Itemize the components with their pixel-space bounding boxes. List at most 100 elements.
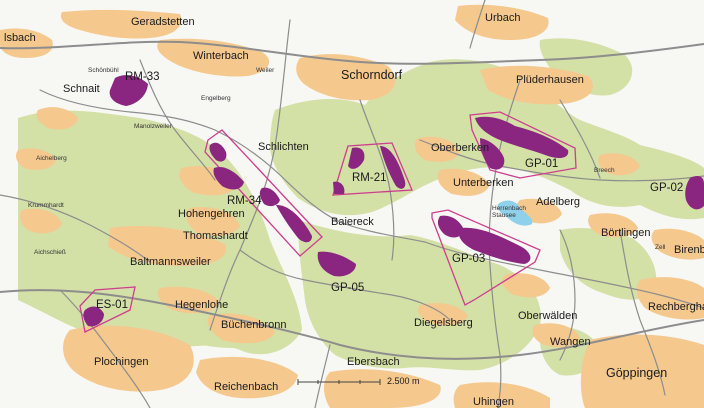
outline-es01 xyxy=(79,286,136,333)
outline-gp03 xyxy=(431,209,541,306)
settlement-schorndorf xyxy=(296,54,396,101)
settlement-pluederhausen xyxy=(480,65,593,105)
town-schnait: Schnait xyxy=(63,83,100,95)
zone-gp01-b xyxy=(480,138,505,170)
settlement-urbach xyxy=(455,4,549,41)
forest-ne xyxy=(539,38,633,96)
town-ebersbach: Ebersbach xyxy=(347,356,400,368)
settlement-schnait xyxy=(36,107,78,130)
settlement-buechenbronn xyxy=(207,313,275,344)
road-6 xyxy=(419,139,704,182)
settlement-ebersbach xyxy=(324,369,441,408)
town-geradstetten: Geradstetten xyxy=(131,16,195,28)
area-label-rm21[interactable]: RM-21 xyxy=(352,172,387,184)
road-11 xyxy=(619,229,666,396)
settlement-layer xyxy=(0,4,704,408)
town-breech: Breech xyxy=(594,167,615,174)
forest-center xyxy=(298,220,541,371)
zone-gp05 xyxy=(317,251,356,277)
settlement-uhingen xyxy=(453,382,550,408)
outline-rm21 xyxy=(332,142,413,196)
town-oberwaelden: Oberwälden xyxy=(518,310,578,322)
area-label-es01[interactable]: ES-01 xyxy=(96,299,128,311)
forest-east xyxy=(560,227,657,300)
area-label-gp02[interactable]: GP-02 xyxy=(650,182,684,194)
town-rechberghausen: Rechberghaus xyxy=(648,301,704,313)
road-main-north xyxy=(0,40,704,65)
town-uhingen: Uhingen xyxy=(473,396,514,408)
town-pluederhausen: Plüderhausen xyxy=(516,74,584,86)
road-5 xyxy=(424,241,704,309)
zone-rm21-c xyxy=(333,181,345,194)
town-thomashardt: Thomashardt xyxy=(183,230,248,242)
road-12 xyxy=(139,59,216,181)
area-label-gp03[interactable]: GP-03 xyxy=(452,253,486,265)
road-10 xyxy=(239,249,451,321)
road-7 xyxy=(488,79,521,408)
town-schlichten: Schlichten xyxy=(258,141,309,153)
town-lsbach: lsbach xyxy=(4,32,36,44)
zone-rm34-a xyxy=(209,142,227,162)
town-boertlingen: Börtlingen xyxy=(601,227,651,239)
town-reichenbach: Reichenbach xyxy=(214,381,279,393)
zone-gp02 xyxy=(685,176,704,210)
area-label-rm33[interactable]: RM-33 xyxy=(125,71,160,83)
town-adelberg: Adelberg xyxy=(536,196,581,208)
road-4 xyxy=(359,99,395,261)
town-winterbach: Winterbach xyxy=(193,50,249,62)
settlement-aichelberg xyxy=(16,148,56,170)
zone-rm21-b xyxy=(380,146,406,189)
road-1 xyxy=(39,89,216,131)
area-label-rm34[interactable]: RM-34 xyxy=(227,195,262,207)
settlement-goeppingen xyxy=(580,334,704,408)
search-area-outlines xyxy=(79,111,577,333)
zone-rm34-d xyxy=(276,204,312,243)
road-14 xyxy=(559,99,601,179)
zone-rm21-a xyxy=(348,147,365,169)
town-baiereck: Baiereck xyxy=(331,216,374,228)
town-wangen: Wangen xyxy=(550,336,591,348)
outline-rm34 xyxy=(204,129,323,257)
road-fils-valley xyxy=(0,289,704,360)
zone-rm34-c xyxy=(259,187,280,207)
town-diegelsberg: Diegelsberg xyxy=(414,317,473,329)
town-krummhardt: Krummhardt xyxy=(28,202,64,209)
settlement-breech xyxy=(598,153,640,176)
town-weiler: Weiler xyxy=(256,67,275,74)
scale-label: 2.500 m xyxy=(387,376,420,386)
town-oberberken: Oberberken xyxy=(431,142,490,154)
town-aichelberg: Aichelberg xyxy=(36,155,67,162)
town-zell: Zell xyxy=(655,244,666,251)
road-2 xyxy=(214,129,426,243)
area-label-gp05[interactable]: GP-05 xyxy=(331,282,365,294)
settlement-rechberghausen xyxy=(636,277,704,320)
zone-es01 xyxy=(83,306,104,327)
herrenbach-reservoir xyxy=(497,200,533,226)
town-buechenbronn: Büchenbronn xyxy=(221,319,287,331)
road-8 xyxy=(0,194,151,263)
settlement-reichenbach xyxy=(196,356,298,399)
settlement-geradstetten xyxy=(60,9,182,39)
settlement-baltmannsweiler xyxy=(108,225,226,266)
outline-gp01 xyxy=(469,111,577,179)
settlement-boertlingen xyxy=(588,213,638,238)
area-label-gp01[interactable]: GP-01 xyxy=(525,158,559,170)
road-16 xyxy=(314,344,331,408)
town-engelberg: Engelberg xyxy=(201,95,231,102)
settlement-lsbach xyxy=(0,28,53,58)
town-birenbach: Birenbach xyxy=(674,244,704,256)
town-aichschiess: Aichschieß xyxy=(34,249,66,256)
settlement-thomashardt xyxy=(186,206,240,236)
settlement-aichschiess xyxy=(20,208,62,234)
town-schoenbuehl: Schönbühl xyxy=(88,67,119,74)
settlement-plochingen xyxy=(63,325,194,392)
settlement-birenbach xyxy=(651,228,704,260)
zone-rm34-b xyxy=(213,166,244,190)
zone-gp01-a xyxy=(475,116,569,158)
zone-rm33 xyxy=(109,75,148,106)
road-9 xyxy=(59,289,151,408)
label-herrenbach-stausee: Herrenbach Stausee xyxy=(492,205,526,220)
town-hegenlohe: Hegenlohe xyxy=(175,299,229,311)
